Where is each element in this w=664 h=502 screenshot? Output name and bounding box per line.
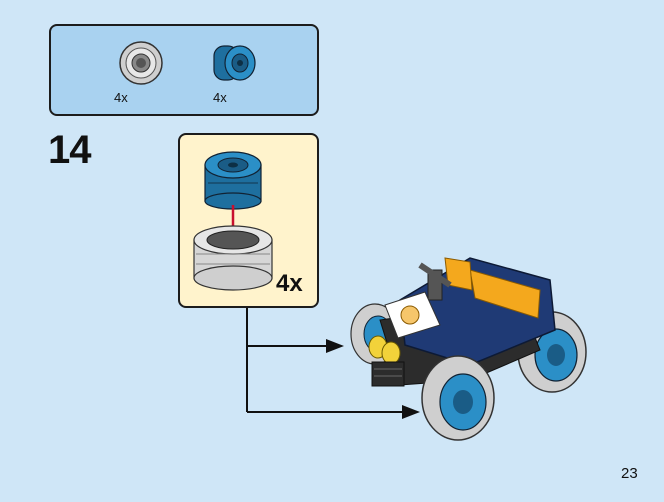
tire-icon	[119, 41, 163, 85]
rim-icon	[204, 151, 262, 210]
page-number: 23	[621, 465, 638, 482]
subassembly-qty: 4x	[276, 270, 303, 297]
tire-icon	[193, 225, 273, 291]
arrow-front-wheel	[326, 339, 344, 353]
rim-qty: 4x	[213, 90, 227, 105]
tire-qty: 4x	[114, 90, 128, 105]
rim-icon	[213, 45, 256, 81]
step-number: 14	[48, 128, 91, 172]
arrow-rear-wheel	[402, 405, 420, 419]
parts-list-panel	[49, 24, 319, 116]
wheel-front-right	[421, 355, 495, 441]
